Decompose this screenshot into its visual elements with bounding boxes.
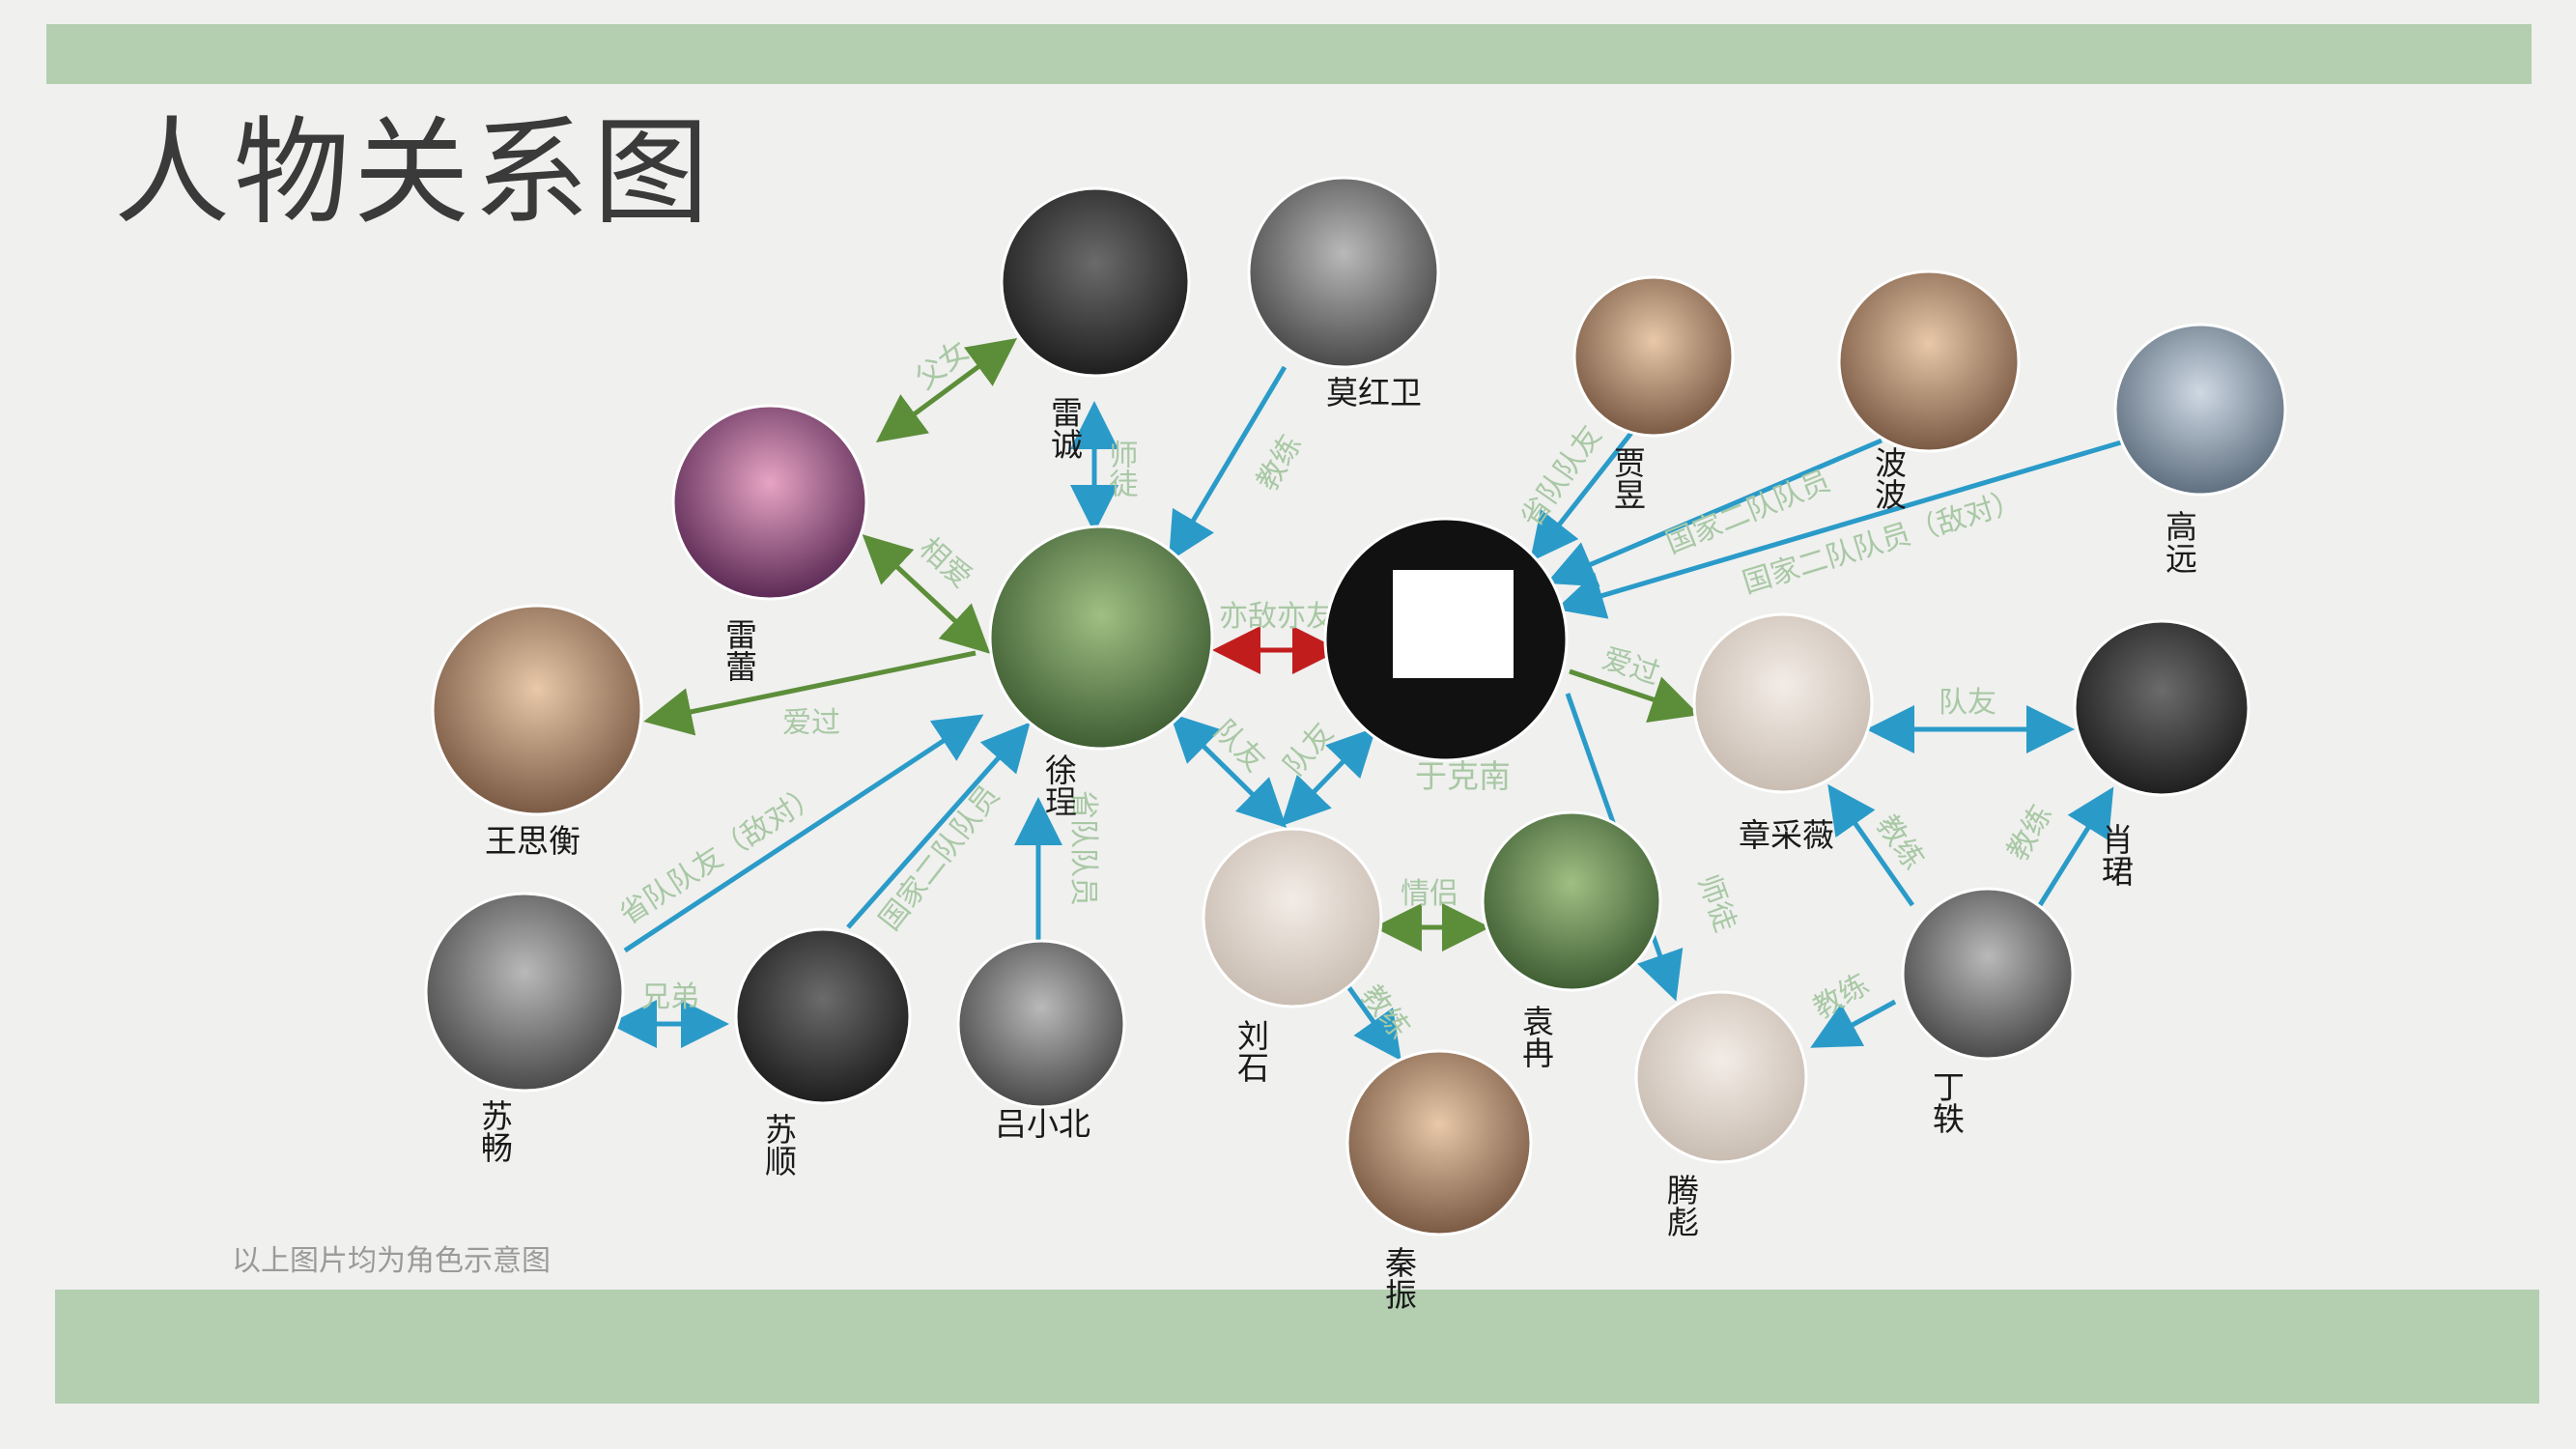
name-tengbiao: 腾彪 — [1662, 1174, 1700, 1237]
footnote: 以上图片均为角色示意图 — [232, 1244, 551, 1278]
avatar-zhangcaiwei — [1692, 612, 1874, 794]
label-jiaolian-xj: 教练 — [2001, 800, 2059, 867]
node-xuchen[interactable]: 徐珵 — [988, 525, 1214, 817]
avatar-gaoyuan — [2113, 323, 2287, 497]
link-xuchen-liushi — [1169, 712, 1288, 829]
link-liushi-yukenan — [1281, 726, 1376, 827]
link-mohongwei-xuchen — [1168, 365, 1288, 562]
label-shitu-1: 师徒 — [1104, 440, 1139, 497]
label-jiaolian-qin: 教练 — [1354, 979, 1417, 1045]
name-xuchen: 徐珵 — [1040, 753, 1078, 817]
avatar-qinzhen — [1345, 1049, 1533, 1236]
node-lvxiaobei[interactable]: 吕小北 — [956, 939, 1126, 1143]
link-yukenan-zhangcaiwei — [1569, 668, 1700, 723]
avatar-sushun — [734, 927, 912, 1105]
label-xiongdi: 兄弟 — [641, 980, 699, 1014]
avatar-leicheng — [1000, 186, 1191, 378]
node-suchang[interactable]: 苏畅 — [424, 892, 625, 1163]
label-sheng-diduim: 省队队友（敌对） — [613, 778, 826, 932]
label-jiaolian-mo: 教练 — [1251, 430, 1309, 497]
link-sushun-xuchen — [846, 722, 1031, 929]
name-mohongwei: 莫红卫 — [1326, 374, 1422, 412]
name-leilei: 雷蕾 — [721, 618, 758, 682]
bottom-band — [55, 1290, 2539, 1404]
node-jiayu[interactable]: 贾昱 — [1572, 275, 1735, 510]
name-qinzhen: 秦振 — [1380, 1246, 1418, 1310]
avatar-liushi — [1202, 827, 1383, 1009]
link-dingyi-tengbiao — [1810, 999, 1897, 1048]
avatar-mohongwei — [1247, 176, 1440, 369]
label-shengduiyuan: 省队队员 — [1066, 790, 1100, 906]
label-guojia2-2: 国家二队队员 — [873, 780, 1006, 937]
label-qinglv: 情侣 — [1401, 877, 1458, 911]
label-xiangai: 相爱 — [913, 531, 978, 595]
link-suchang-xuchen — [623, 714, 984, 953]
label-jiaolian-cw: 教练 — [1869, 810, 1930, 876]
node-gaoyuan[interactable]: 高远 — [2113, 323, 2287, 574]
name-sushun: 苏顺 — [760, 1113, 798, 1177]
avatar-bobo — [1837, 270, 2021, 453]
name-zhangcaiwei: 章采薇 — [1739, 816, 1834, 854]
redaction-box — [1393, 570, 1514, 678]
node-qinzhen[interactable]: 秦振 — [1345, 1049, 1533, 1310]
node-xiaojun[interactable]: 肖珺 — [2073, 619, 2250, 887]
link-leilei-leicheng — [875, 338, 1018, 442]
avatar-suchang — [424, 892, 625, 1093]
avatar-xiaojun — [2073, 619, 2250, 797]
link-dingyi-zhangcaiwei — [1827, 783, 1915, 907]
character-nodes: 雷诚 莫红卫 雷蕾 徐珵 于克南 贾昱 — [424, 176, 2287, 1310]
node-zhangcaiwei[interactable]: 章采薇 — [1692, 612, 1874, 854]
link-gaoyuan-yukenan — [1555, 440, 2122, 619]
page-title: 人物关系图 — [114, 106, 713, 241]
label-fuqin-nv: 父女 — [909, 334, 976, 397]
top-band — [46, 24, 2532, 84]
link-bobo-yukenan — [1545, 438, 1882, 587]
node-yuanran[interactable]: 袁冉 — [1481, 810, 1662, 1068]
label-aiguo-1: 爱过 — [782, 706, 840, 740]
name-liushi: 刘石 — [1232, 1019, 1270, 1083]
name-gaoyuan: 高远 — [2161, 510, 2198, 574]
name-yuanran: 袁冉 — [1517, 1005, 1555, 1068]
node-bobo[interactable]: 波波 — [1837, 270, 2021, 510]
avatar-yuanran — [1481, 810, 1662, 992]
node-sushun[interactable]: 苏顺 — [734, 927, 912, 1177]
avatar-dingyi — [1901, 887, 2075, 1061]
avatar-leilei — [671, 404, 868, 601]
label-yidiyiyou: 亦敌亦友 — [1219, 600, 1335, 634]
avatar-xuchen — [988, 525, 1214, 751]
node-liushi[interactable]: 刘石 — [1202, 827, 1383, 1083]
link-jiayu-yukenan — [1529, 426, 1637, 562]
node-leilei[interactable]: 雷蕾 — [671, 404, 868, 682]
label-shitu-2: 师徒 — [1690, 870, 1741, 936]
label-duiyou-1: 队友 — [1206, 714, 1271, 779]
connections — [609, 338, 2122, 1062]
avatar-jiayu — [1572, 275, 1735, 438]
label-duiyou-3: 队友 — [1939, 686, 1996, 720]
link-liushi-qinzhen — [1345, 983, 1401, 1062]
link-leilei-xuchen — [862, 534, 991, 654]
avatar-lvxiaobei — [956, 939, 1126, 1109]
node-wangsiheng[interactable]: 王思衡 — [431, 604, 643, 860]
avatar-wangsiheng — [431, 604, 643, 816]
avatar-tengbiao — [1634, 990, 1808, 1164]
name-bobo: 波波 — [1870, 446, 1908, 510]
link-xuchen-wangsiheng — [643, 650, 977, 736]
link-dingyi-xiaojun — [2037, 786, 2114, 907]
name-dingyi: 丁轶 — [1928, 1070, 1966, 1134]
name-jiayu: 贾昱 — [1609, 446, 1647, 510]
name-leicheng: 雷诚 — [1046, 396, 1084, 460]
node-dingyi[interactable]: 丁轶 — [1901, 887, 2075, 1134]
name-xiaojun: 肖珺 — [2097, 823, 2135, 887]
name-wangsiheng: 王思衡 — [485, 822, 580, 860]
node-mohongwei[interactable]: 莫红卫 — [1247, 176, 1440, 412]
node-leicheng[interactable]: 雷诚 — [1000, 186, 1191, 460]
name-lvxiaobei: 吕小北 — [995, 1105, 1090, 1143]
node-tengbiao[interactable]: 腾彪 — [1634, 990, 1808, 1237]
node-yukenan[interactable]: 于克南 — [1323, 517, 1569, 795]
name-yukenan: 于克南 — [1415, 757, 1511, 795]
name-suchang: 苏畅 — [476, 1099, 514, 1163]
